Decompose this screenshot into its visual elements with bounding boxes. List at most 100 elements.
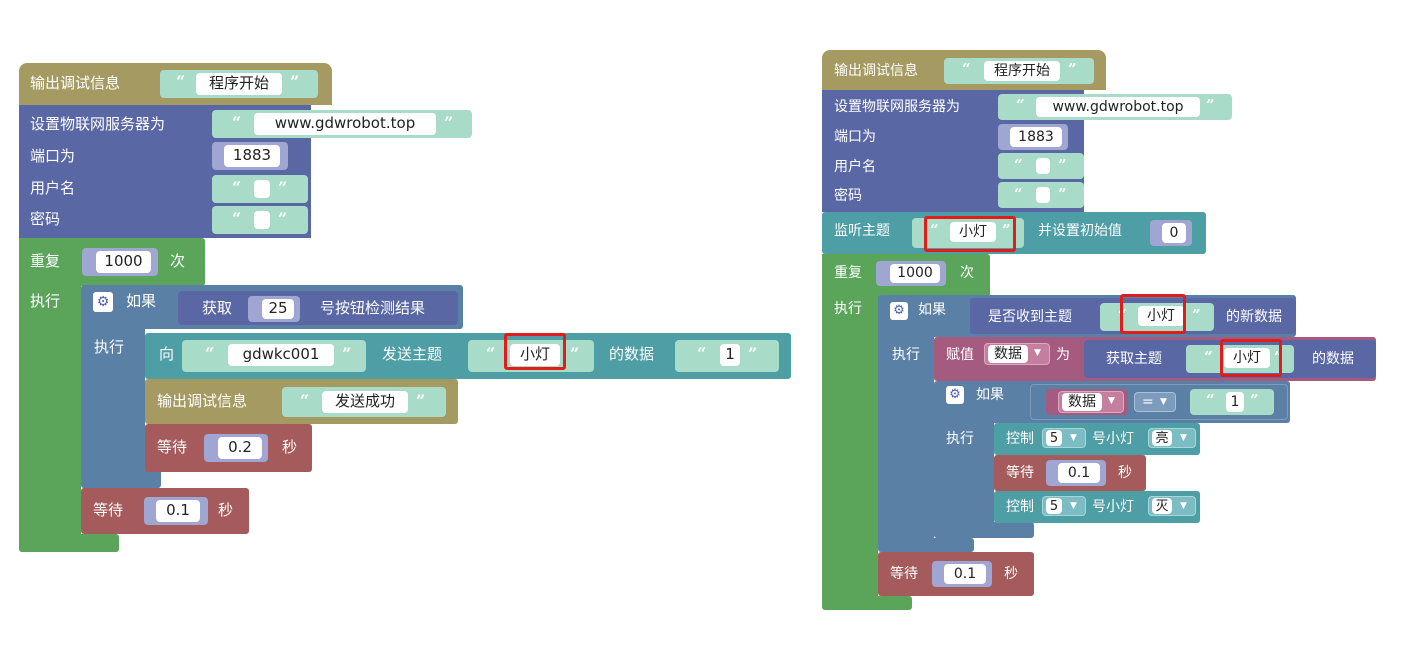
right-repeat-unit: 次	[960, 265, 974, 281]
left-user-close-quote: ”	[278, 178, 288, 197]
left-repeat-spine	[19, 280, 81, 552]
left-button-result-label: 号按钮检测结果	[320, 299, 426, 317]
right-user-label: 用户名	[834, 159, 876, 175]
right-wait-field[interactable]: 0.1	[944, 564, 986, 584]
right-cmp-close-quote: ”	[1250, 391, 1259, 409]
right-if-gear-icon[interactable]: ⚙	[890, 302, 908, 320]
left-repeat-foot	[19, 534, 119, 552]
left-repeat-unit: 次	[170, 252, 186, 270]
left-data-field[interactable]: 1	[720, 344, 740, 366]
right-port-label: 端口为	[834, 129, 876, 145]
left-do2-label: 执行	[94, 338, 125, 356]
left-user-field[interactable]	[254, 180, 270, 198]
right-server-close-quote: ”	[1206, 96, 1215, 114]
right-server-label: 设置物联网服务器为	[834, 99, 960, 115]
left-repeat-count-field[interactable]: 1000	[96, 251, 151, 273]
right-control2-state-field[interactable]: 灭	[1152, 498, 1172, 514]
right-get-topic-close-quote: ”	[1274, 348, 1283, 366]
right-control2-mid-label: 号小灯	[1092, 499, 1134, 515]
right-received-topic-highlight	[1120, 294, 1186, 334]
right-control1-pin-field[interactable]: 5	[1046, 430, 1062, 446]
right-cmp-open-quote: “	[1206, 391, 1215, 409]
left-topic-open-quote: “	[486, 344, 496, 363]
left-send-topic-label: 发送主题	[382, 345, 443, 363]
right-control2-pin-field[interactable]: 5	[1046, 498, 1062, 514]
left-server-open-quote: “	[232, 113, 242, 132]
right-cmp-op-dropdown[interactable]	[1134, 392, 1176, 412]
right-control2-pin-caret-icon: ▼	[1070, 501, 1077, 511]
right-repeat-label: 重复	[834, 265, 862, 281]
right-received-close-quote: ”	[1192, 306, 1201, 324]
right-debug-field[interactable]: 程序开始	[984, 61, 1060, 81]
right-wait-label: 等待	[890, 566, 918, 582]
right-init-label: 并设置初始值	[1038, 223, 1122, 239]
left-wait1-label: 等待	[157, 438, 188, 456]
left-server-field[interactable]: www.gdwrobot.top	[254, 113, 436, 135]
right-repeat-foot	[822, 596, 912, 610]
right-var-field[interactable]: 数据	[988, 345, 1028, 363]
right-cmp-value-field[interactable]: 1	[1226, 392, 1244, 412]
left-data-of-label: 的数据	[609, 345, 655, 363]
right-if2-label: 如果	[976, 387, 1004, 403]
left-pass-close-quote: ”	[278, 209, 288, 228]
right-repeat-count-field[interactable]: 1000	[890, 264, 940, 283]
right-control1-mid-label: 号小灯	[1092, 431, 1134, 447]
left-wait2-field[interactable]: 0.1	[156, 500, 200, 522]
left-debug-open-quote: “	[176, 72, 186, 91]
left-wait1-field[interactable]: 0.2	[218, 437, 262, 459]
left-port-label: 端口为	[30, 147, 76, 165]
right-if2-foot	[934, 522, 1034, 538]
right-if-label: 如果	[918, 302, 946, 318]
right-user-close-quote: ”	[1058, 156, 1067, 174]
right-if-foot	[878, 538, 974, 552]
left-pass-field[interactable]	[254, 211, 270, 229]
left-server-close-quote: ”	[444, 113, 454, 132]
left-debug-label: 输出调试信息	[30, 74, 121, 92]
right-if-spine	[878, 333, 934, 551]
right-control1-label: 控制	[1006, 431, 1034, 447]
left-get-button-block[interactable]	[178, 291, 458, 325]
right-listen-label: 监听主题	[834, 223, 890, 239]
left-device-field[interactable]: gdwkc001	[228, 344, 334, 366]
right-pass-field[interactable]	[1036, 187, 1050, 203]
left-debug-text-field[interactable]: 程序开始	[196, 73, 282, 95]
right-control1-state-field[interactable]: 亮	[1152, 430, 1172, 446]
right-debug-open-quote: “	[962, 60, 971, 78]
right-wait-inner-field[interactable]: 0.1	[1058, 463, 1100, 483]
right-do2-label: 执行	[892, 347, 920, 363]
right-pass-open-quote: “	[1014, 185, 1023, 203]
left-debug2-field[interactable]: 发送成功	[322, 391, 408, 413]
right-received-topic-field[interactable]: 小灯	[1138, 306, 1184, 326]
left-repeat-label: 重复	[30, 252, 61, 270]
left-to-label: 向	[159, 345, 175, 363]
right-cmp-var-field[interactable]: 数据	[1062, 393, 1102, 411]
right-listen-topic-field[interactable]: 小灯	[950, 222, 996, 242]
right-listen-topic-highlight	[924, 216, 1016, 252]
left-get-label: 获取	[202, 299, 233, 317]
right-get-topic-field[interactable]: 小灯	[1224, 348, 1270, 368]
left-pass-open-quote: “	[232, 209, 242, 228]
right-listen-close-quote: ”	[1002, 221, 1011, 239]
right-control2-state-caret-icon: ▼	[1180, 501, 1187, 511]
right-user-field[interactable]	[1036, 158, 1050, 174]
left-if-gear-icon[interactable]: ⚙	[93, 292, 113, 312]
left-if-label: 如果	[126, 292, 157, 310]
right-port-field[interactable]: 1883	[1010, 127, 1062, 147]
right-server-field[interactable]: www.gdwrobot.top	[1036, 97, 1200, 117]
left-wait2-label: 等待	[93, 501, 124, 519]
right-if2-gear-icon[interactable]: ⚙	[946, 386, 964, 404]
right-get-topic-open-quote: “	[1204, 348, 1213, 366]
right-user-open-quote: “	[1014, 156, 1023, 174]
right-assign-label: 赋值	[946, 347, 974, 363]
right-cmp-op-caret-icon: ▼	[1160, 397, 1167, 407]
left-user-label: 用户名	[30, 179, 76, 197]
right-wait-inner-label: 等待	[1006, 465, 1034, 481]
left-button-no-field[interactable]: 25	[262, 299, 294, 319]
right-init-field[interactable]: 0	[1162, 223, 1186, 243]
left-if-spine	[81, 325, 145, 487]
right-pass-close-quote: ”	[1058, 185, 1067, 203]
right-as-label: 为	[1056, 347, 1070, 363]
left-do-label: 执行	[30, 292, 61, 310]
left-topic-field[interactable]: 小灯	[510, 344, 560, 366]
left-port-field[interactable]: 1883	[224, 145, 280, 167]
